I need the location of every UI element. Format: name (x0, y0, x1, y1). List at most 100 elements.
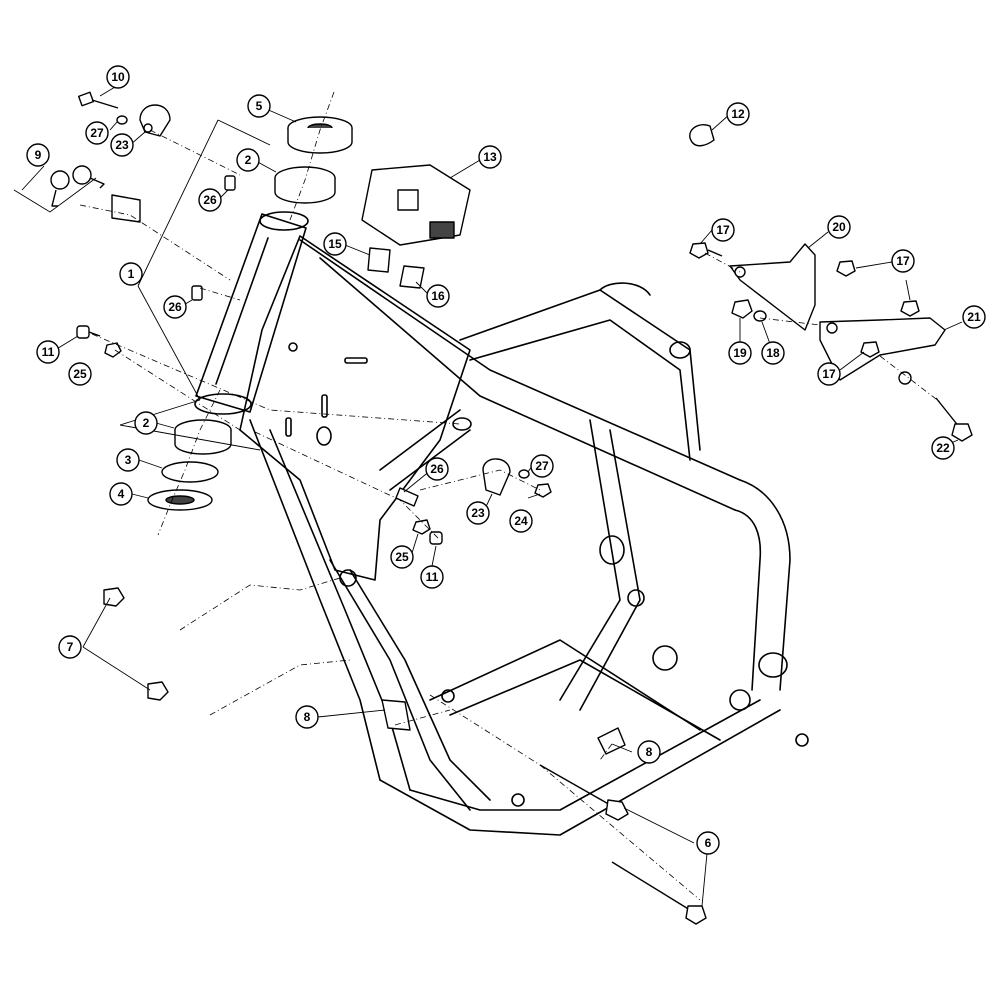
bushing-26c (395, 487, 419, 507)
upper-bearing-2 (274, 166, 336, 204)
callout-7-label: 7 (67, 640, 74, 654)
callout-18: 18 (761, 341, 785, 365)
callout-25-lower: 25 (390, 545, 414, 569)
leader-lines (13, 83, 963, 907)
callout-13-label: 13 (483, 150, 497, 164)
callout-8-left-label: 8 (304, 710, 311, 724)
bushing-26b (191, 285, 203, 301)
lower-seal-4 (147, 489, 213, 511)
washer-27-upper (116, 115, 128, 125)
callout-17-a-label: 17 (716, 223, 730, 237)
callout-12-label: 12 (731, 107, 745, 121)
bolt-24 (534, 483, 552, 498)
callout-15: 15 (323, 232, 347, 256)
callout-16: 16 (426, 284, 450, 308)
nut-25-left (104, 342, 122, 358)
callout-21: 21 (962, 305, 986, 329)
mount-bracket-8-right (597, 727, 626, 755)
callout-11-lower-label: 11 (426, 570, 439, 584)
nut-7-lower (147, 681, 169, 701)
bushing-26a (224, 175, 236, 191)
callout-6: 6 (696, 831, 720, 855)
callout-15-label: 15 (328, 237, 342, 251)
dust-seal-5 (287, 116, 353, 154)
callout-23-lower-label: 23 (471, 506, 485, 520)
callout-8-left: 8 (295, 705, 319, 729)
callout-26-upper: 26 (198, 188, 222, 212)
bolt-11-lower (429, 531, 443, 545)
bracket-20 (729, 243, 816, 331)
callout-25-left-label: 25 (73, 367, 87, 381)
callout-26-middle-label: 26 (168, 300, 182, 314)
callout-11-lower: 11 (420, 565, 444, 589)
callout-24-label: 24 (514, 514, 528, 528)
callout-27-lower: 27 (530, 454, 554, 478)
callout-20-label: 20 (832, 220, 846, 234)
callout-19: 19 (728, 341, 752, 365)
callout-25-lower-label: 25 (395, 550, 409, 564)
washer-18 (753, 310, 767, 322)
bolt-22 (935, 397, 973, 442)
through-bolt-6-upper (539, 764, 629, 821)
callout-19-label: 19 (733, 346, 747, 360)
callout-6-label: 6 (705, 836, 712, 850)
callout-5-label: 5 (256, 99, 263, 113)
lower-bearing-2 (174, 419, 232, 455)
hose-clip-12 (689, 124, 715, 147)
bolt-17-d (860, 341, 880, 358)
callout-27-upper: 27 (85, 121, 109, 145)
callout-23-upper: 23 (110, 133, 134, 157)
callout-5: 5 (247, 94, 271, 118)
clamp-23-lower (482, 458, 511, 496)
callout-8-right: 8 (637, 740, 661, 764)
callout-22-label: 22 (936, 441, 950, 455)
rubber-block (111, 194, 141, 223)
callout-1: 1 (119, 262, 143, 286)
callout-17-c-label: 17 (822, 367, 836, 381)
bolt-17-a (689, 242, 723, 259)
nut-25-lower (412, 519, 431, 535)
callout-3: 3 (116, 448, 140, 472)
assembly-lines (79, 91, 941, 901)
callout-27-lower-label: 27 (535, 459, 549, 473)
mount-bracket-8-left (381, 699, 411, 731)
key-set-9 (50, 165, 105, 207)
clamp-23-upper (139, 104, 171, 137)
bracket-21 (819, 317, 946, 385)
callout-26-lower: 26 (425, 457, 449, 481)
bolt-11-left (76, 325, 101, 339)
callout-18-label: 18 (766, 346, 780, 360)
bolt-17-b (836, 260, 856, 277)
callout-17-c: 17 (817, 362, 841, 386)
callout-21-label: 21 (967, 310, 981, 324)
callout-8-right-label: 8 (646, 745, 653, 759)
callout-23-upper-label: 23 (115, 138, 129, 152)
callout-2-upper-label: 2 (245, 153, 252, 167)
callout-4-label: 4 (118, 487, 125, 501)
callout-23-lower: 23 (466, 501, 490, 525)
callout-27-upper-label: 27 (90, 126, 104, 140)
callout-26-middle: 26 (163, 295, 187, 319)
callout-26-lower-label: 26 (430, 462, 444, 476)
callout-26-upper-label: 26 (203, 193, 217, 207)
callout-11-left-label: 11 (42, 345, 55, 359)
motorcycle-frame (194, 211, 809, 836)
washer-27-lower (518, 469, 530, 479)
callout-11-left: 11 (36, 340, 60, 364)
callout-12: 12 (726, 102, 750, 126)
callout-22: 22 (931, 436, 955, 460)
nut-19 (731, 299, 753, 319)
nut-7-upper (103, 587, 125, 607)
callout-3-label: 3 (125, 453, 132, 467)
through-bolt-6-lower (611, 861, 707, 925)
callout-13: 13 (478, 145, 502, 169)
callout-7: 7 (58, 635, 82, 659)
callout-2-lower: 2 (134, 411, 158, 435)
callout-16-label: 16 (431, 289, 445, 303)
callout-24: 24 (509, 509, 533, 533)
ignition-lock-13 (361, 164, 471, 246)
callout-10-label: 10 (111, 70, 125, 84)
bolt-17-c (900, 300, 920, 317)
callout-4: 4 (109, 482, 133, 506)
